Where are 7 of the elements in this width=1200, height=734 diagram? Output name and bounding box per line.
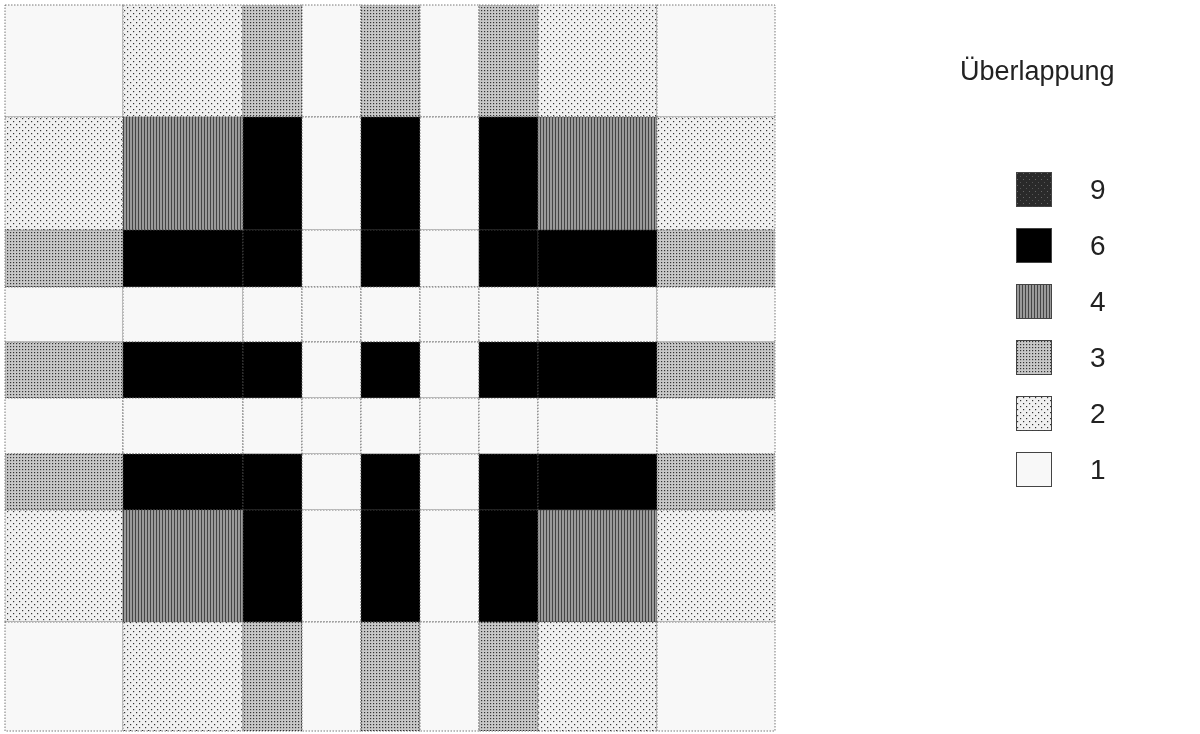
legend-title: Überlappung [960,58,1115,85]
legend-label: 1 [1090,455,1106,484]
legend-label: 2 [1090,399,1106,428]
legend-label: 6 [1090,231,1106,260]
legend-label: 3 [1090,343,1106,372]
legend-label: 9 [1090,175,1106,204]
legend-label: 4 [1090,287,1106,316]
